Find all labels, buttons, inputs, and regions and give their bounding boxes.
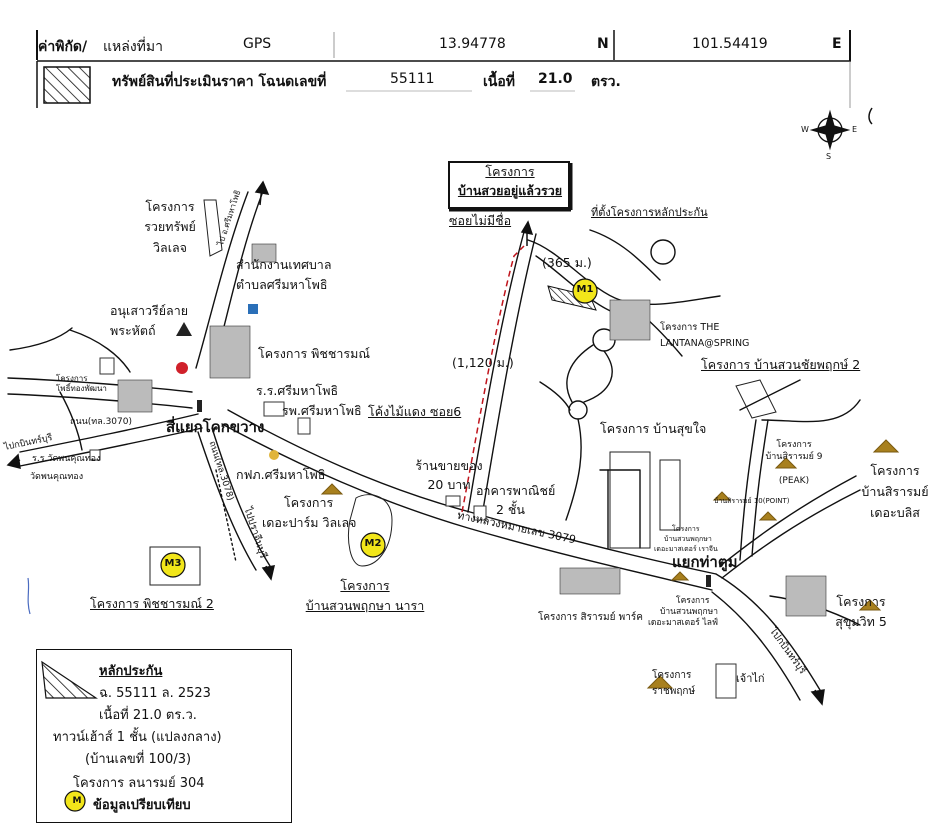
- area-unit: ตรว.: [591, 74, 621, 90]
- label-commercial-2: 2 ชั้น: [496, 502, 525, 517]
- label-chaokai: เจ้าไก่: [736, 672, 765, 685]
- legend-title: หลักประกัน: [99, 664, 163, 679]
- label-municipal-1: สำนักงานเทศบาล: [236, 257, 332, 272]
- label-master-rouge-1: โครงการ: [672, 525, 700, 533]
- label-road-3070: ถนน(ทล.3070): [70, 417, 132, 427]
- label-lantana-2: LANTANA@SPRING: [660, 338, 750, 349]
- latitude-value: 13.94778: [439, 36, 506, 52]
- label-tha-tum-intersection: แยกท่าตูม: [672, 553, 738, 571]
- source-label: แหล่งที่มา: [103, 39, 163, 55]
- marker-m1: M1: [576, 284, 594, 295]
- label-ratchaphruek-2: ราชพฤกษ์: [652, 686, 696, 697]
- marker-m3: M3: [164, 558, 182, 569]
- label-sukhumvit-1: โครงการ: [836, 594, 886, 609]
- label-monument-2: พระหัตถ์: [110, 323, 156, 338]
- label-collateral-location: ที่ตั้งโครงการหลักประกัน: [591, 206, 708, 219]
- label-ratchaphruek-1: โครงการ: [652, 670, 692, 681]
- label-shop-1: ร้านขายของ: [415, 458, 483, 473]
- label-master-rouge-3: เดอะมาสเตอร์ เราจีน: [654, 545, 718, 553]
- label-phichaarom-2: โครงการ พิชชารมณ์ 2: [90, 596, 214, 611]
- legend-box: หลักประกัน ฉ. 55111 ล. 2523 เนื้อที่ 21.…: [36, 649, 292, 823]
- label-shop-2: 20 บาท: [427, 477, 471, 492]
- label-thong-1: โครงการ: [56, 374, 88, 383]
- deed-number: 55111: [390, 71, 435, 87]
- property-label: ทรัพย์สินที่ประเมินราคา โฉนดเลขที่: [112, 74, 327, 90]
- label-phuksa-2: บ้านสวนพฤกษา นารา: [305, 598, 425, 613]
- label-master-life-1: โครงการ: [676, 596, 710, 606]
- compass-w: W: [801, 125, 809, 134]
- label-master-life-3: เดอะมาสเตอร์ ไลฟ์: [648, 618, 718, 628]
- label-khongmai-soi6: โค้งไม้แดง ซอย6: [368, 404, 462, 419]
- label-sirarom9-3: (PEAK): [778, 476, 810, 486]
- label-chaiyaphruek: โครงการ บ้านสวนชัยพฤกษ์ 2: [701, 357, 861, 372]
- longitude-dir: E: [832, 36, 842, 52]
- label-watkhun-temple: วัดพนคุณทอง: [30, 472, 84, 482]
- longitude-value: 101.54419: [692, 36, 768, 52]
- label-municipal-2: ตำบลศรีมหาโพธิ: [236, 277, 328, 292]
- legend-deed-line: ฉ. 55111 ล. 2523: [99, 686, 211, 701]
- label-sukhumvit-2: สุขุมวิท 5: [835, 614, 887, 629]
- compass-e: E: [852, 125, 858, 134]
- label-dfarm-1: โครงการ: [284, 495, 334, 510]
- label-bliss-2: บ้านสิรารมย์: [861, 484, 929, 499]
- label-phichaarom: โครงการ พิชชารมณ์: [258, 346, 370, 361]
- label-sirarom-point: บ้านสิรารมย์ 10(POINT): [714, 497, 790, 505]
- title-box-line1: โครงการ: [485, 164, 535, 179]
- label-soi-noname: ซอยไม่มีชื่อ: [449, 213, 512, 228]
- marker-m2: M2: [364, 538, 382, 549]
- source-value: GPS: [243, 36, 272, 52]
- latitude-dir: N: [597, 36, 609, 52]
- label-sirarom-park: โครงการ สิรารมย์ พาร์ค: [538, 612, 643, 623]
- label-phuksa-1: โครงการ: [340, 578, 390, 593]
- label-master-life-2: บ้านสวนพฤกษา: [660, 607, 719, 617]
- label-bliss-3: เดอะบลิส: [870, 505, 920, 520]
- label-watkhun-school: ร.ร.วัดพนคุณทอง: [32, 454, 101, 464]
- area-value: 21.0: [538, 71, 573, 87]
- label-distance-1120: (1,120 ม.): [452, 355, 514, 370]
- coord-label: ค่าพิกัด/: [38, 39, 88, 55]
- label-royal-sap-2: รวยทรัพย์: [144, 219, 196, 234]
- compass-s: S: [826, 152, 832, 161]
- label-hospital: รพ.ศรีมหาโพธิ: [282, 403, 362, 418]
- label-commercial-1: อาคารพาณิชย์: [476, 483, 556, 498]
- label-lantana-1: โครงการ THE: [660, 322, 720, 333]
- legend-type-line: ทาวน์เฮ้าส์ 1 ชั้น (แปลงกลาง): [53, 730, 222, 745]
- label-master-rouge-2: บ้านสวนพฤกษา: [664, 535, 712, 543]
- area-label: เนื้อที่: [483, 74, 515, 90]
- label-distance-365: (365 ม.): [542, 255, 592, 270]
- label-school: ร.ร.ศรีมหาโพธิ: [256, 383, 339, 398]
- label-bliss-1: โครงการ: [870, 463, 920, 478]
- label-thong-2: โพธิ์ทองพัฒนา: [56, 384, 107, 393]
- legend-marker-symbol: M: [72, 796, 82, 806]
- legend-house-no-line: (บ้านเลขที่ 100/3): [85, 752, 192, 767]
- label-suksai: โครงการ บ้านสุขใจ: [600, 421, 707, 436]
- label-royal-sap-3: วิลเลจ: [153, 240, 187, 255]
- label-sirarom9-2: บ้านสิรารมย์ 9: [765, 452, 823, 462]
- label-dfarm-2: เดอะปาร์ม วิลเลจ: [262, 515, 357, 530]
- label-kok-khwang-intersection: สี่แยกโคกขวาง: [166, 418, 265, 436]
- label-sirarom9-1: โครงการ: [776, 440, 812, 450]
- label-pea: กฟภ.ศรีมหาโพธิ: [236, 467, 326, 482]
- label-royal-sap-1: โครงการ: [145, 199, 195, 214]
- legend-marker-label: ข้อมูลเปรียบเทียบ: [93, 798, 191, 813]
- title-box-line2: บ้านสวยอยู่แล้วรวย: [457, 183, 563, 198]
- legend-area-line: เนื้อที่ 21.0 ตร.ว.: [99, 708, 197, 723]
- label-monument-1: อนุเสาวรีย์ลาย: [110, 303, 189, 318]
- legend-project-line: โครงการ ลนารมย์ 304: [73, 776, 205, 791]
